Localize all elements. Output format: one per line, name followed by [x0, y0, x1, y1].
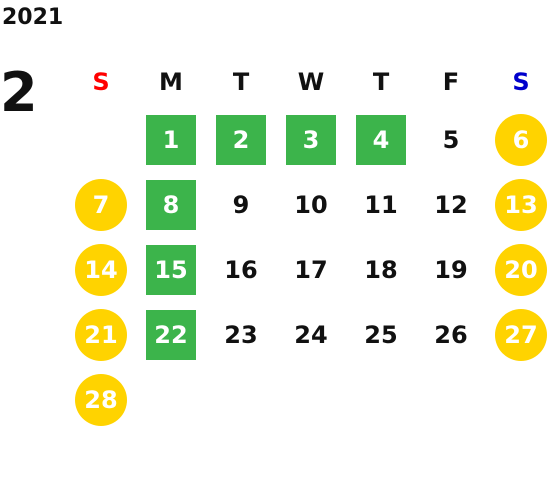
day-20[interactable]: 20 [495, 243, 547, 296]
day-23[interactable]: 23 [224, 320, 258, 349]
day-7[interactable]: 7 [75, 178, 127, 231]
calendar-cell: 4 [346, 107, 416, 172]
day-21[interactable]: 21 [75, 308, 127, 361]
day-26[interactable]: 26 [434, 320, 468, 349]
weekday-header-fri: F [442, 68, 460, 96]
day-19[interactable]: 19 [434, 255, 468, 284]
day-17[interactable]: 17 [294, 255, 328, 284]
calendar-cell: 24 [276, 302, 346, 367]
day-10[interactable]: 10 [294, 190, 328, 219]
day-9[interactable]: 9 [232, 190, 250, 219]
day-14[interactable]: 14 [75, 243, 127, 296]
calendar-cell [136, 367, 206, 432]
year-label: 2021 [2, 5, 64, 30]
calendar-cell: 17 [276, 237, 346, 302]
month-label: 2 [0, 61, 38, 124]
weekday-header-thu: T [372, 68, 390, 96]
calendar-cell: 16 [206, 237, 276, 302]
weekday-header-sat: S [512, 68, 530, 96]
calendar-cell: 21 [66, 302, 136, 367]
day-11[interactable]: 11 [364, 190, 398, 219]
day-22[interactable]: 22 [146, 309, 196, 360]
calendar-cell: 27 [486, 302, 548, 367]
calendar-cell: 10 [276, 172, 346, 237]
day-12[interactable]: 12 [434, 190, 468, 219]
day-18[interactable]: 18 [364, 255, 398, 284]
calendar-cell: 15 [136, 237, 206, 302]
calendar-cell: 28 [66, 367, 136, 432]
calendar-cell: 6 [486, 107, 548, 172]
day-15[interactable]: 15 [146, 244, 196, 295]
calendar-cell: 1 [136, 107, 206, 172]
day-28[interactable]: 28 [75, 373, 127, 426]
day-2[interactable]: 2 [216, 114, 266, 165]
day-5[interactable]: 5 [442, 125, 460, 154]
calendar-cell: 5 [416, 107, 486, 172]
day-24[interactable]: 24 [294, 320, 328, 349]
calendar-cell: 19 [416, 237, 486, 302]
calendar-cell: 23 [206, 302, 276, 367]
calendar-cell [416, 367, 486, 432]
calendar-cell: 3 [276, 107, 346, 172]
calendar-cell: 13 [486, 172, 548, 237]
calendar-cell [486, 367, 548, 432]
calendar-cell: 22 [136, 302, 206, 367]
day-1[interactable]: 1 [146, 114, 196, 165]
calendar-cell: 26 [416, 302, 486, 367]
calendar-cell: 14 [66, 237, 136, 302]
weekday-header-mon: M [159, 68, 183, 96]
day-27[interactable]: 27 [495, 308, 547, 361]
weekday-header-sun: S [92, 68, 110, 96]
day-3[interactable]: 3 [286, 114, 336, 165]
weekday-header-wed: W [297, 68, 325, 96]
calendar-cell [276, 367, 346, 432]
calendar-cell: 20 [486, 237, 548, 302]
calendar-cell: 9 [206, 172, 276, 237]
day-8[interactable]: 8 [146, 179, 196, 230]
calendar-cell [66, 107, 136, 172]
calendar-cell: 25 [346, 302, 416, 367]
calendar-cell: 18 [346, 237, 416, 302]
calendar-cell: 12 [416, 172, 486, 237]
day-13[interactable]: 13 [495, 178, 547, 231]
calendar-cell [206, 367, 276, 432]
weekday-header-tue: T [232, 68, 250, 96]
day-25[interactable]: 25 [364, 320, 398, 349]
calendar-cell: 7 [66, 172, 136, 237]
calendar-cell: 11 [346, 172, 416, 237]
calendar-cell: 8 [136, 172, 206, 237]
calendar-cell: 2 [206, 107, 276, 172]
day-16[interactable]: 16 [224, 255, 258, 284]
day-6[interactable]: 6 [495, 113, 547, 166]
calendar-cell [346, 367, 416, 432]
day-4[interactable]: 4 [356, 114, 406, 165]
